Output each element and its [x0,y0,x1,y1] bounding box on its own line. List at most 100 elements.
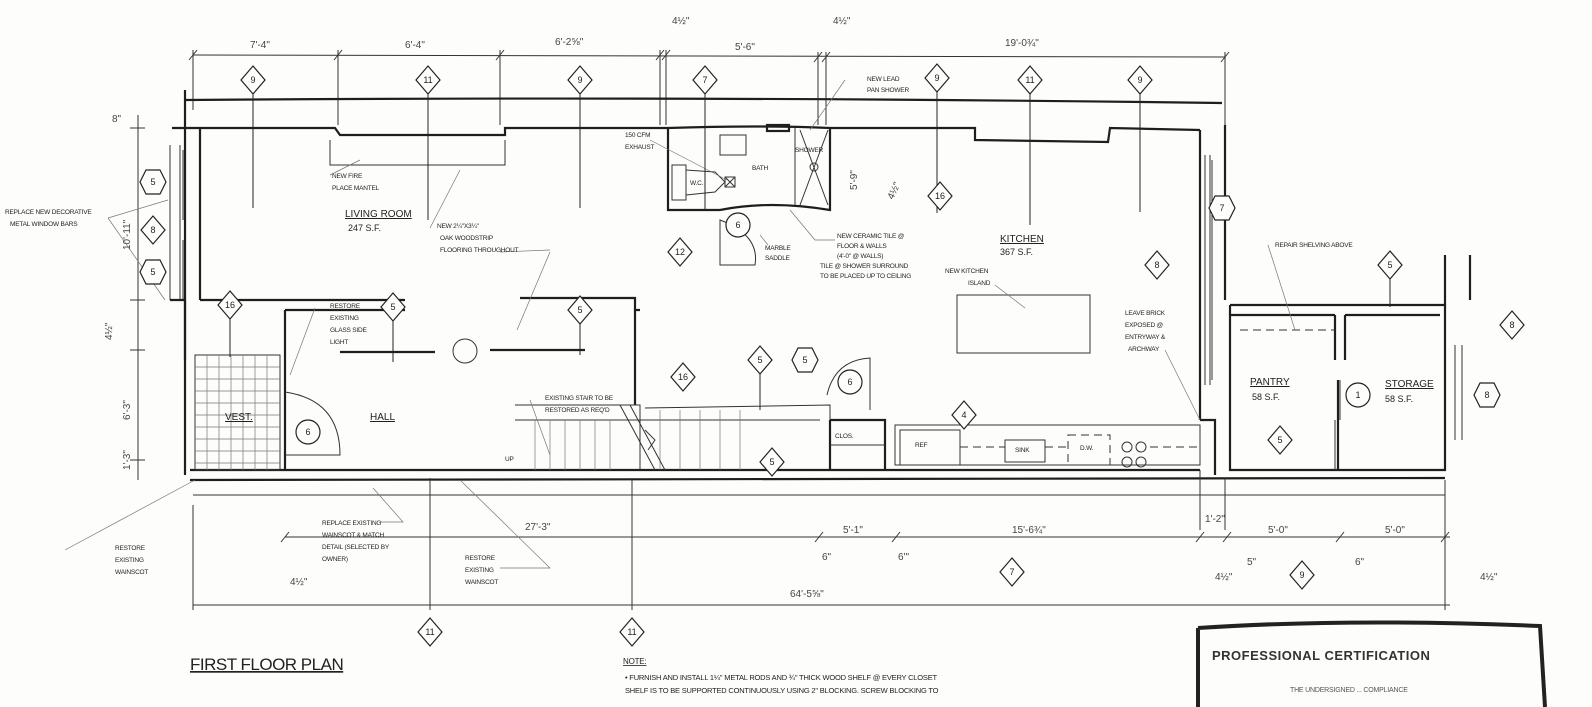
note-saddle: SADDLE [765,255,791,262]
note-heading: NOTE: [623,657,646,666]
note-wainscot-restore: RESTORE [465,555,496,562]
keynote-tag-diamond [1289,560,1315,590]
dim-side-5: 1'-3" [122,450,133,470]
keynote-tag: 5 [1377,250,1403,307]
note-shelving: REPAIR SHELVING ABOVE [1275,242,1353,249]
keynote-tag-diamond [692,65,718,95]
keynote-tag-diamond [747,345,773,375]
note-mantel: PLACE MANTEL [332,185,380,192]
tag-number: 9 [250,75,255,85]
keynote-tag-diamond [1267,425,1293,455]
kitchen-island [956,294,1091,354]
tag-number: 9 [1299,570,1304,580]
dim-small-5: 5" [1247,557,1257,568]
keynote-tag: 11 [417,617,443,647]
keynote-tag: 5 [139,169,167,195]
top-dimension-chain: 7'-4" 6'-4" 6'-2⅝" 4½" 5'-6" 4½" 19'-0¾" [188,16,1230,125]
dim-side-6: 5'-9" [849,170,860,190]
room-storage-name: STORAGE [1385,379,1434,390]
note-sidelight: GLASS SIDE [330,327,368,334]
tag-number: 6 [847,377,852,387]
window-tag-hexagon [139,259,167,285]
dim-side-7: 4½" [886,180,904,201]
keynote-tag-diamond [380,292,406,322]
fixture-bath: BATH [752,165,769,172]
tag-number: 4 [961,410,966,420]
dim-top-5: 5'-6" [735,42,755,53]
tag-number: 8 [1154,260,1159,270]
keynote-tag: 16 [670,362,696,392]
tag-number: 5 [390,302,395,312]
keynote-tag: 8 [1499,310,1525,340]
keynote-tag-diamond [1377,250,1403,280]
keynote-tag: 5 [380,292,406,362]
dim-top-4: 4½" [672,16,690,27]
tag-number: 9 [1137,75,1142,85]
tag-number: 5 [769,457,774,467]
note-stair: RESTORED AS REQ'D [545,407,610,414]
tag-number: 6 [305,427,310,437]
tag-number: 8 [1484,390,1489,400]
keynote-tag: 5 [791,347,819,373]
keynote-tag-diamond [1017,65,1043,95]
tag-number: 8 [1509,320,1514,330]
room-vest-name: VEST. [225,412,253,423]
window-tag-hexagon [791,347,819,373]
keynote-tag: 5 [747,345,773,410]
keynote-tag-diamond [1127,65,1153,95]
drawing-title: FIRST FLOOR PLAN [190,655,343,674]
note-exhaust: EXHAUST [625,144,655,151]
dim-side-4: 6'-3" [122,400,133,420]
note-window-bars: METAL WINDOW BARS [10,221,78,228]
door-tag: 6 [837,369,863,395]
room-living-area: 247 S.F. [348,223,381,233]
keynote-tag-diamond [417,617,443,647]
tag-number: 16 [225,300,235,310]
window-tag-hexagon [139,169,167,195]
dim-small-4: 4½" [1215,572,1233,583]
window-tag-hexagon [1208,195,1236,221]
room-storage-area: 58 S.F. [1385,394,1413,404]
note-sidelight: LIGHT [330,339,348,346]
tag-number: 8 [150,225,155,235]
keynote-tag: 9 [567,65,593,208]
note-wainscot-replace: WAINSCOT & MATCH [322,532,385,539]
note-line: SHELF IS TO BE SUPPORTED CONTINUOUSLY US… [625,686,939,695]
keynote-tag: 7 [1208,195,1236,221]
dim-side-1: 8" [112,114,122,125]
keynote-tag: 12 [667,237,693,267]
keynote-tag: 8 [1473,382,1501,408]
dim-top-2: 6'-4" [405,40,425,51]
certification-title: PROFESSIONAL CERTIFICATION [1212,648,1430,663]
fixture-wc: W.C. [690,180,704,187]
keynote-tag: 4 [951,400,977,430]
tag-number: 5 [577,305,582,315]
door-tag: 1 [1345,382,1371,408]
keynote-tag: 7 [999,557,1025,587]
keynote-tag-diamond [140,215,166,245]
room-pantry-area: 58 S.F. [1252,392,1280,402]
tag-number: 7 [1009,567,1014,577]
door-tag-circle [725,212,751,238]
bottom-dimension-chain: 27'-3" 5'-1" 15'-6¾" 1'-2" 5'-0" 5'-0" 4… [280,514,1498,600]
note-flooring: OAK WOODSTRIP [440,235,493,242]
keynote-tag: 11 [619,617,645,647]
door-tag: 6 [725,212,751,238]
note-wainscot-replace: REPLACE EXISTING [322,520,381,527]
note-shower-pan: NEW LEAD [867,76,900,83]
dim-top-1: 7'-4" [250,40,270,51]
dim-top-3: 6'-2⅝" [555,37,584,48]
keynote-tag: 5 [1267,425,1293,455]
note-wainscot-restore: WAINSCOT [465,579,498,586]
keynote-tag-diamond [567,65,593,95]
room-kitchen-area: 367 S.F. [1000,247,1033,257]
note-wainscot-restore: RESTORE [115,545,146,552]
note-tile: (4'-0" @ WALLS) [837,253,883,260]
note-flooring: NEW 2¼"X3¼" [437,223,480,230]
fixture-ref: REF [915,442,928,449]
dim-top-6: 4½" [833,16,851,27]
keynote-tag: 5 [567,295,593,355]
walls [169,90,1472,610]
fixture-labels: W.C. SHOWER BATH REF SINK D.W. UP [505,147,1094,463]
